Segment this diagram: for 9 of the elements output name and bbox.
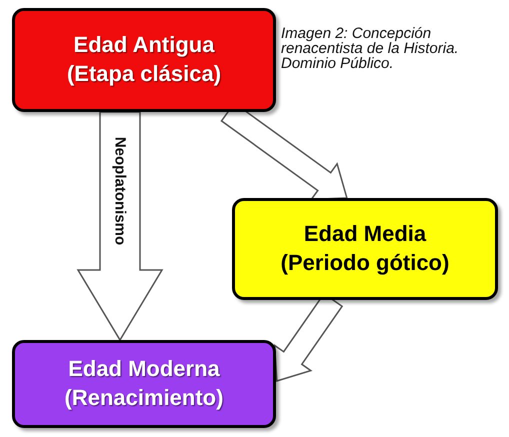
era-title: Edad Antigua (Etapa clásica) [66,31,222,88]
era-title: Edad Media (Periodo gótico) [280,220,450,277]
era-box [12,340,276,428]
era-box [12,8,276,112]
era-title: Edad Moderna (Renacimiento) [64,355,224,412]
edge-label: Neoplatonismo [111,136,128,246]
image-caption: Imagen 2: Concepción renacentista de la Historia. Dominio Público. [281,26,460,71]
hollow-arrow [76,111,164,342]
era-box [232,198,498,300]
